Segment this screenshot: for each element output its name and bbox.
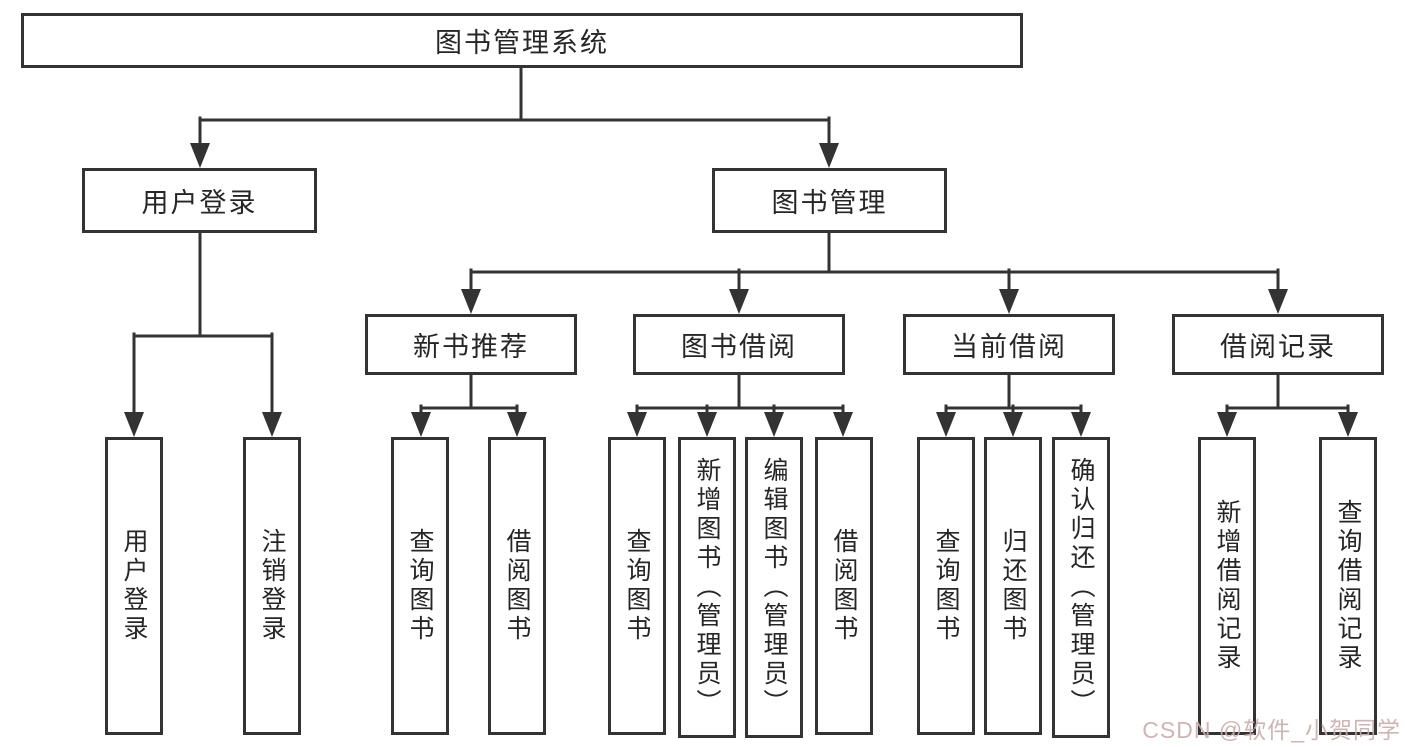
arrowhead xyxy=(190,143,210,168)
arrowhead xyxy=(999,289,1019,314)
arrowhead xyxy=(411,412,431,437)
arrowhead xyxy=(1003,412,1023,437)
arrowhead xyxy=(764,412,784,437)
leaf-add-borrow-record: 新增借阅记录 xyxy=(1198,437,1256,735)
arrowhead xyxy=(1217,412,1237,437)
arrowhead xyxy=(819,143,839,168)
node-borrow-records: 借阅记录 xyxy=(1172,314,1384,375)
arrowhead xyxy=(1338,412,1358,437)
arrowhead xyxy=(507,412,527,437)
node-new-book-recommend: 新书推荐 xyxy=(365,314,577,375)
arrowhead xyxy=(936,412,956,437)
leaf-user-login: 用户登录 xyxy=(105,437,163,735)
arrowheads xyxy=(124,143,1358,437)
leaf-return-book: 归还图书 xyxy=(984,437,1042,735)
leaf-query-books-2: 查询图书 xyxy=(608,437,666,735)
arrowhead xyxy=(1071,412,1091,437)
node-user-login: 用户登录 xyxy=(82,168,317,233)
leaf-query-books-3: 查询图书 xyxy=(917,437,975,735)
csdn-watermark: CSDN @软件_小贺同学 xyxy=(1142,717,1401,743)
arrowhead xyxy=(833,412,853,437)
leaf-query-borrow-record: 查询借阅记录 xyxy=(1319,437,1377,735)
arrowhead xyxy=(124,412,144,437)
node-book-borrow: 图书借阅 xyxy=(633,314,845,375)
leaf-borrow-books-1: 借阅图书 xyxy=(488,437,546,735)
arrowhead xyxy=(729,289,749,314)
arrowhead xyxy=(1268,289,1288,314)
node-book-management: 图书管理 xyxy=(712,168,947,233)
arrowhead xyxy=(262,412,282,437)
arrowhead xyxy=(697,412,717,437)
leaf-borrow-books-2: 借阅图书 xyxy=(815,437,873,735)
arrowhead xyxy=(627,412,647,437)
node-current-borrow: 当前借阅 xyxy=(903,314,1115,375)
leaf-add-book-admin: 新增图书（管理员） xyxy=(678,437,736,738)
leaf-confirm-return-admin: 确认归还（管理员） xyxy=(1052,437,1110,738)
leaf-edit-book-admin: 编辑图书（管理员） xyxy=(745,437,803,738)
node-root: 图书管理系统 xyxy=(21,13,1023,68)
arrowhead xyxy=(461,289,481,314)
leaf-query-books-1: 查询图书 xyxy=(391,437,449,735)
leaf-logout: 注销登录 xyxy=(243,437,301,735)
